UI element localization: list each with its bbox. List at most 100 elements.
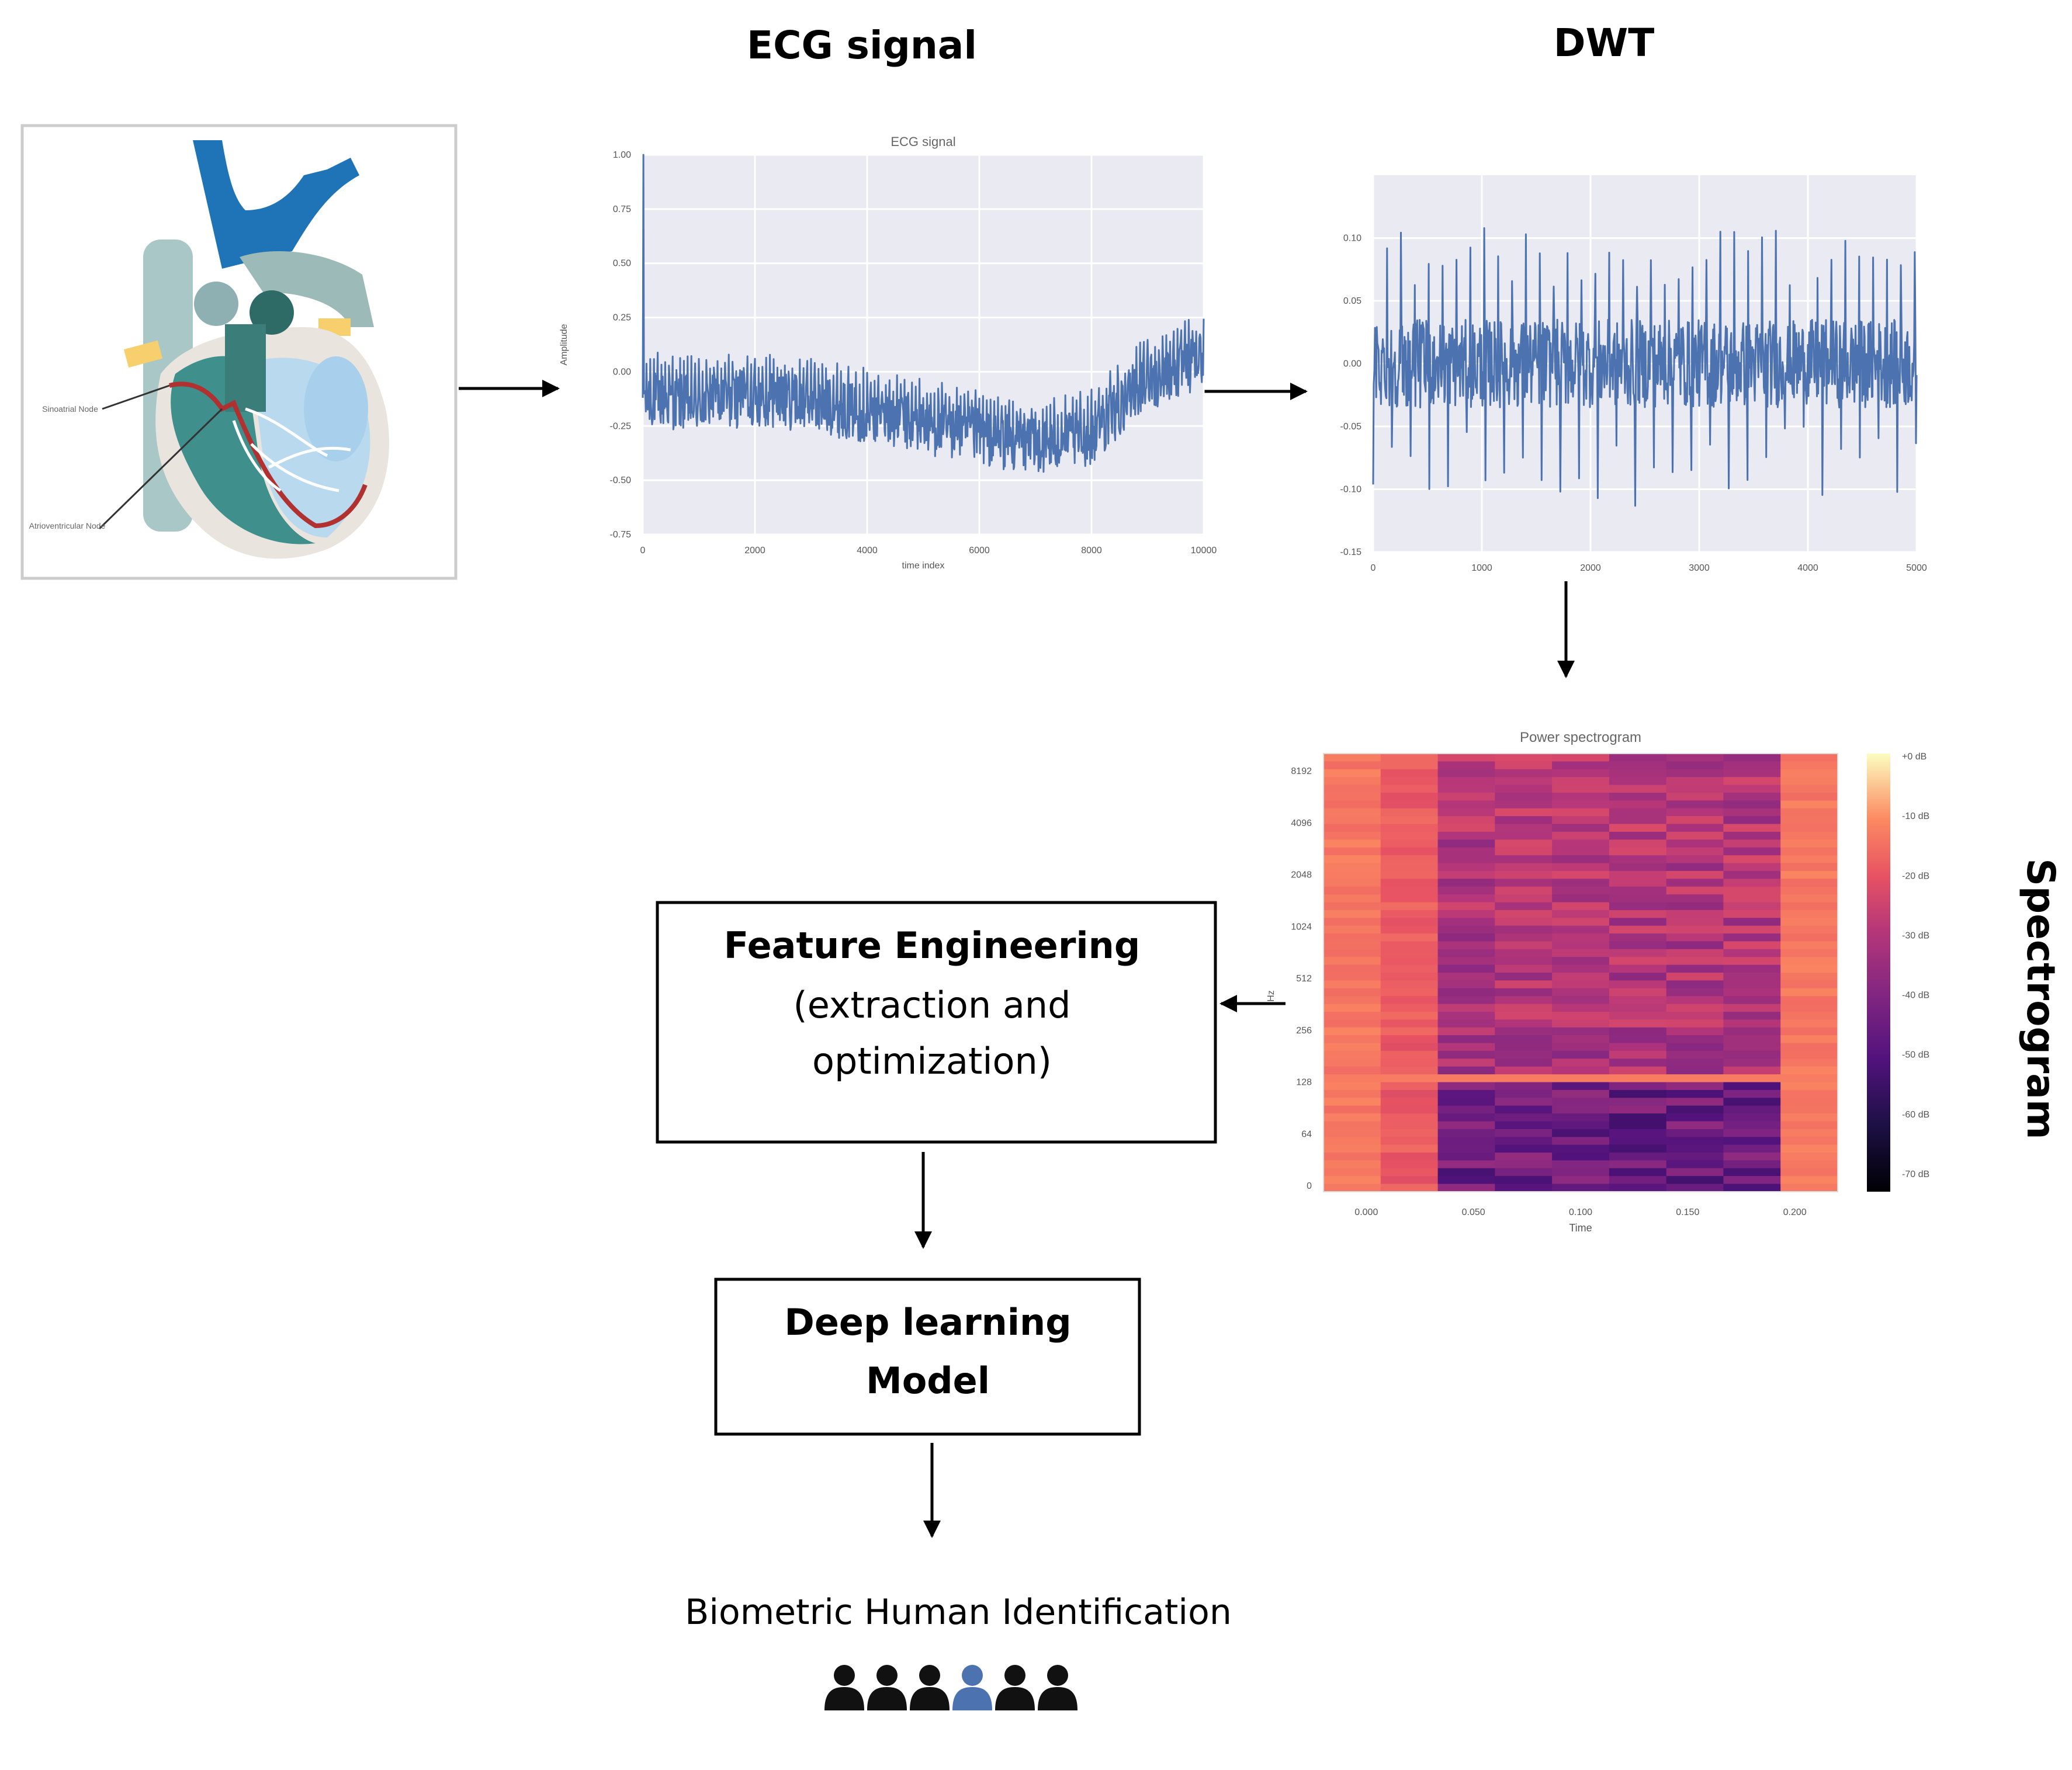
- spectrogram-cell: [1437, 886, 1496, 896]
- spectrogram-cell: [1495, 1027, 1553, 1036]
- spectrogram-cell: [1380, 964, 1439, 973]
- spectrogram-cell: [1437, 1066, 1496, 1075]
- spectrogram-cell: [1609, 863, 1667, 872]
- spectrogram-cell: [1323, 1153, 1381, 1161]
- spectrogram-cell: [1552, 949, 1610, 958]
- spectrogram-cell: [1380, 800, 1439, 809]
- spectrogram-cell: [1495, 785, 1553, 793]
- person-icon: [867, 1665, 907, 1710]
- y-tick-label: 4096: [1291, 818, 1312, 828]
- spectrogram-cell: [1780, 1137, 1838, 1146]
- y-tick-label: 0.50: [613, 259, 631, 269]
- spectrogram-cell: [1609, 1121, 1667, 1130]
- spectrogram-cell: [1323, 949, 1381, 958]
- spectrogram-cell: [1723, 1066, 1782, 1075]
- deep-learning-title: Deep learning: [784, 1301, 1071, 1344]
- spectrogram-cell: [1495, 988, 1553, 997]
- spectrogram-cell: [1323, 808, 1381, 817]
- spectrogram-cell: [1380, 1074, 1439, 1083]
- x-tick-label: 0.000: [1354, 1207, 1378, 1217]
- spectrogram-cell: [1666, 1066, 1724, 1075]
- spectrogram-cell: [1723, 949, 1782, 958]
- x-axis-label: Time: [1569, 1222, 1592, 1234]
- spectrogram-cell: [1552, 754, 1610, 762]
- spectrogram-cell: [1609, 831, 1667, 841]
- spectrogram-cell: [1723, 973, 1782, 981]
- spectrogram-cell: [1723, 831, 1782, 841]
- spectrogram-cell: [1323, 769, 1381, 778]
- x-tick-label: 0.150: [1676, 1207, 1699, 1217]
- spectrogram-cell: [1780, 785, 1838, 793]
- spectrogram-cell: [1323, 988, 1381, 997]
- spectrogram-cell: [1666, 761, 1724, 770]
- spectrogram-cell: [1780, 1160, 1838, 1169]
- spectrogram-cell: [1552, 808, 1610, 817]
- spectrogram-cell: [1380, 793, 1439, 801]
- ecg-title: ECG signal: [747, 23, 977, 68]
- spectrogram-cell: [1609, 879, 1667, 887]
- spectrogram-cell: [1323, 1160, 1381, 1169]
- spectrogram-cell: [1609, 1184, 1667, 1192]
- spectrogram-cell: [1666, 1153, 1724, 1161]
- spectrogram-cell: [1609, 1089, 1667, 1099]
- spectrogram-cell: [1495, 996, 1553, 1005]
- y-axis-label: Hz: [1266, 990, 1276, 1002]
- spectrogram-cell: [1609, 824, 1667, 832]
- aorta: [193, 140, 359, 269]
- spectrogram-cell: [1495, 761, 1553, 770]
- spectrogram-cell: [1666, 831, 1724, 841]
- spectrogram-cell: [1380, 918, 1439, 926]
- spectrogram-cell: [1609, 1129, 1667, 1138]
- spectrogram-cell: [1437, 824, 1496, 832]
- spectrogram-cell: [1666, 996, 1724, 1005]
- spectrogram-cell: [1495, 886, 1553, 896]
- spectrogram-cell: [1552, 761, 1610, 770]
- spectrogram-cell: [1552, 1035, 1610, 1044]
- spectrogram-cell: [1323, 839, 1381, 848]
- spectrogram-cell: [1495, 1066, 1553, 1075]
- spectrogram-cell: [1323, 754, 1381, 762]
- spectrogram-cell: [1323, 1066, 1381, 1075]
- spectrogram-cell: [1380, 925, 1439, 934]
- spectrogram-cell: [1723, 816, 1782, 825]
- spectrogram-cell: [1323, 824, 1381, 832]
- spectrogram-cell: [1552, 1184, 1610, 1192]
- spectrogram-cell: [1495, 1176, 1553, 1185]
- spectrogram-cell: [1666, 777, 1724, 786]
- spectrogram-cell: [1723, 1105, 1782, 1115]
- spectrogram-cell: [1552, 839, 1610, 848]
- spectrogram-cell: [1380, 996, 1439, 1005]
- spectrogram-cell: [1552, 870, 1610, 880]
- spectrogram-cell: [1380, 1137, 1439, 1146]
- spectrogram-cell: [1552, 769, 1610, 778]
- spectrogram-cell: [1552, 1082, 1610, 1091]
- spectrogram-cell: [1495, 879, 1553, 887]
- spectrogram-cell: [1495, 1121, 1553, 1130]
- spectrogram-cell: [1380, 761, 1439, 770]
- spectrogram-cell: [1437, 925, 1496, 934]
- spectrogram-cell: [1609, 769, 1667, 778]
- spectrogram-cell: [1723, 941, 1782, 950]
- spectrogram-cell: [1323, 964, 1381, 973]
- spectrogram-cell: [1723, 847, 1782, 856]
- spectrogram-cell: [1609, 808, 1667, 817]
- spectrogram-cell: [1495, 824, 1553, 832]
- spectrogram-cell: [1495, 839, 1553, 848]
- spectrogram-cell: [1780, 839, 1838, 848]
- spectrogram-cell: [1437, 1184, 1496, 1192]
- spectrogram-cell: [1323, 894, 1381, 903]
- spectrogram-cell: [1780, 1153, 1838, 1161]
- spectrogram-cell: [1323, 1050, 1381, 1060]
- spectrogram-cell: [1323, 831, 1381, 841]
- spectrogram-title: Spectrogram: [2018, 858, 2063, 1139]
- person-head: [919, 1665, 940, 1686]
- spectrogram-cell: [1666, 824, 1724, 832]
- spectrogram-cell: [1552, 1004, 1610, 1012]
- colorbar-label: -40 dB: [1902, 991, 1929, 1001]
- spectrogram-cell: [1723, 863, 1782, 872]
- spectrogram-cell: [1666, 1105, 1724, 1115]
- spectrogram-cell: [1666, 1027, 1724, 1036]
- spectrogram-cell: [1437, 894, 1496, 903]
